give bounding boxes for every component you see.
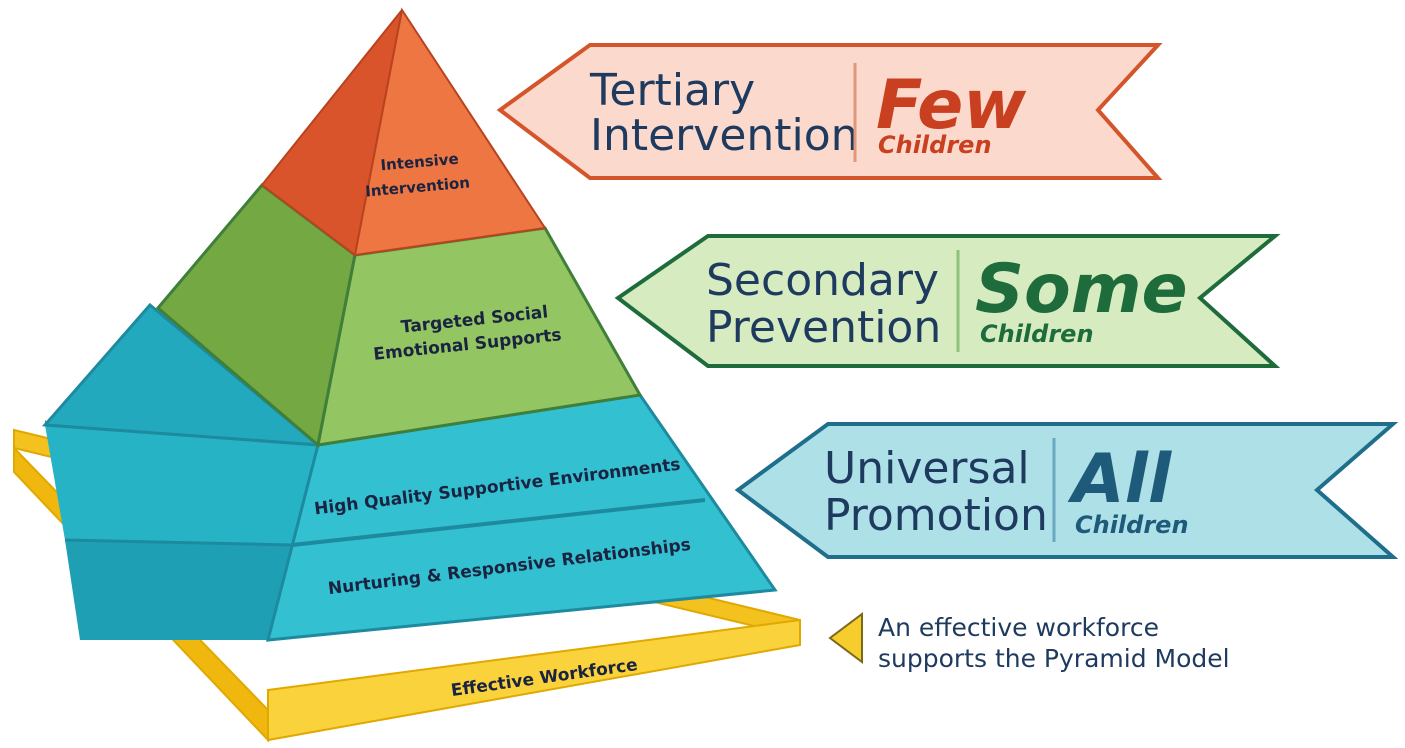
banner-secondary-big: Some	[975, 250, 1188, 329]
banner-secondary-shape	[614, 234, 1281, 368]
note-line2: supports the Pyramid Model	[878, 644, 1230, 673]
banner-tertiary-small: Children	[878, 131, 992, 159]
tertiary-tier-front-face	[353, 7, 547, 257]
banner-universal-shape	[734, 422, 1399, 559]
banner-tertiary-big: Few	[876, 66, 1027, 145]
note-line1: An effective workforce	[878, 613, 1159, 642]
workforce-note: An effective workforce supports the Pyra…	[878, 612, 1338, 674]
secondary-tier: Targeted Social Emotional Supports	[155, 182, 643, 448]
banner-universal-small: Children	[1075, 511, 1189, 539]
banner-universal-line2: Promotion	[824, 490, 1048, 541]
banner-secondary-line1: Secondary	[706, 255, 939, 306]
banner-universal-line1: Universal	[824, 443, 1030, 494]
universal-tier-band-edge	[64, 538, 293, 547]
banner-tertiary-line1: Tertiary	[589, 65, 755, 116]
note-marker-triangle-icon	[828, 612, 863, 664]
banner-universal: Universal Promotion All Children	[734, 422, 1399, 559]
banner-tertiary-shape	[496, 43, 1163, 180]
tertiary-tier: Intensive Intervention	[260, 7, 547, 257]
universal-tier: High Quality Supportive Environments Nur…	[41, 302, 778, 642]
banner-tertiary: Tertiary Intervention Few Children	[496, 43, 1163, 180]
universal-tier-bottom-band-left	[65, 540, 318, 640]
banner-tertiary-line2: Intervention	[590, 110, 859, 161]
universal-tier-divider	[291, 498, 706, 547]
universal-tier-lower-band-left	[45, 425, 318, 545]
base-front-face	[267, 618, 801, 742]
banner-secondary-small: Children	[980, 320, 1094, 348]
banner-secondary: Secondary Prevention Some Children	[614, 234, 1281, 368]
universal-tier-edge	[44, 423, 319, 447]
banner-universal-big: All	[1067, 440, 1173, 519]
banner-secondary-line2: Prevention	[706, 302, 941, 353]
